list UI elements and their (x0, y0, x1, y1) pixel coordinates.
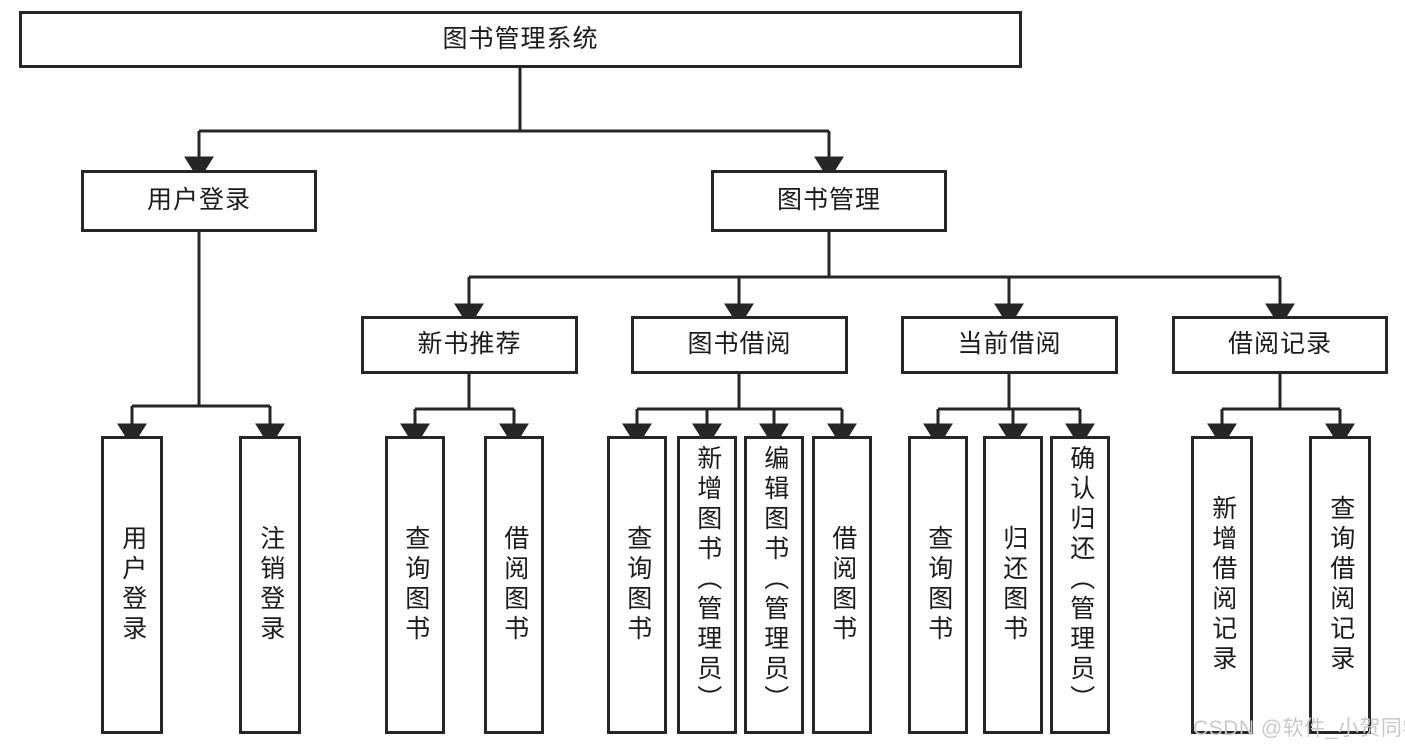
node-current-borrow[interactable]: 当前借阅 (901, 316, 1118, 374)
node-leaf-query-book-1[interactable]: 查询图书 (385, 436, 445, 734)
node-leaf-borrow-book-1-label: 借阅图书 (500, 525, 529, 645)
node-user-login[interactable]: 用户登录 (81, 170, 317, 232)
node-borrow-record[interactable]: 借阅记录 (1172, 316, 1388, 374)
node-leaf-add-borrow-record-label: 新增借阅记录 (1208, 495, 1237, 675)
node-leaf-add-book-admin[interactable]: 新增图书（管理员） (677, 436, 737, 734)
node-leaf-borrow-book-2-label: 借阅图书 (828, 525, 857, 645)
node-leaf-user-login[interactable]: 用户登录 (101, 436, 163, 734)
node-leaf-add-borrow-record[interactable]: 新增借阅记录 (1191, 436, 1253, 734)
node-leaf-confirm-return-admin-label: 确认归还（管理员） (1066, 445, 1095, 715)
node-leaf-return-book[interactable]: 归还图书 (983, 436, 1043, 734)
node-leaf-user-login-label: 用户登录 (118, 525, 147, 645)
node-new-book-recommend-label: 新书推荐 (417, 330, 522, 359)
node-leaf-query-book-3[interactable]: 查询图书 (908, 436, 968, 734)
node-root-label: 图书管理系统 (442, 24, 599, 53)
node-book-borrow[interactable]: 图书借阅 (631, 316, 848, 374)
node-new-book-recommend[interactable]: 新书推荐 (361, 316, 578, 374)
node-leaf-return-book-label: 归还图书 (999, 525, 1028, 645)
node-current-borrow-label: 当前借阅 (957, 330, 1062, 359)
node-leaf-logout-label: 注销登录 (256, 525, 285, 645)
node-leaf-query-book-2-label: 查询图书 (623, 525, 652, 645)
node-root[interactable]: 图书管理系统 (19, 11, 1022, 68)
node-leaf-edit-book-admin-label: 编辑图书（管理员） (760, 445, 789, 715)
node-leaf-edit-book-admin[interactable]: 编辑图书（管理员） (744, 436, 804, 734)
node-leaf-query-borrow-record[interactable]: 查询借阅记录 (1309, 436, 1371, 734)
node-leaf-borrow-book-1[interactable]: 借阅图书 (484, 436, 544, 734)
node-borrow-record-label: 借阅记录 (1227, 330, 1332, 359)
node-leaf-confirm-return-admin[interactable]: 确认归还（管理员） (1050, 436, 1110, 734)
node-leaf-borrow-book-2[interactable]: 借阅图书 (812, 436, 872, 734)
node-leaf-query-book-2[interactable]: 查询图书 (607, 436, 667, 734)
node-leaf-add-book-admin-label: 新增图书（管理员） (693, 445, 722, 715)
node-leaf-query-book-1-label: 查询图书 (401, 525, 430, 645)
node-book-manage[interactable]: 图书管理 (711, 170, 947, 232)
node-leaf-query-book-3-label: 查询图书 (924, 525, 953, 645)
node-leaf-logout[interactable]: 注销登录 (239, 436, 301, 734)
node-leaf-query-borrow-record-label: 查询借阅记录 (1326, 495, 1355, 675)
node-book-manage-label: 图书管理 (776, 186, 881, 215)
csdn-watermark: CSDN @软件_小贺同学 (1193, 717, 1405, 740)
node-book-borrow-label: 图书借阅 (687, 330, 792, 359)
node-user-login-label: 用户登录 (146, 186, 251, 215)
